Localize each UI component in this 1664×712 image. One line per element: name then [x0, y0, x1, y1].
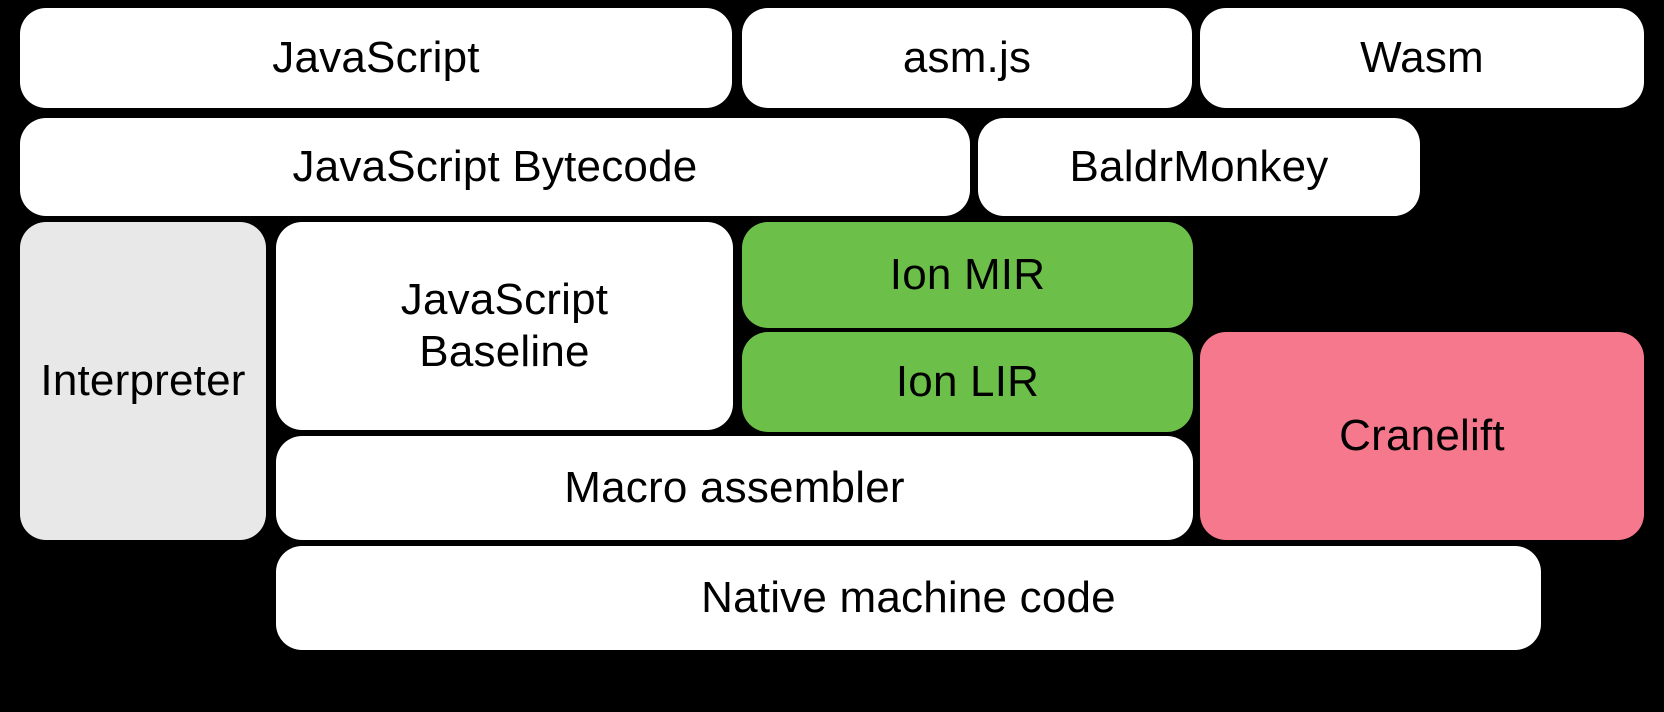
node-baldrmonkey: BaldrMonkey	[978, 118, 1420, 216]
node-javascript-bytecode: JavaScript Bytecode	[20, 118, 970, 216]
node-ion-mir: Ion MIR	[742, 222, 1193, 328]
node-macro-assembler: Macro assembler	[276, 436, 1193, 540]
node-interpreter: Interpreter	[20, 222, 266, 540]
node-javascript: JavaScript	[20, 8, 732, 108]
node-native-machine-code: Native machine code	[276, 546, 1541, 650]
node-asm-js: asm.js	[742, 8, 1192, 108]
node-cranelift: Cranelift	[1200, 332, 1644, 540]
node-javascript-baseline: JavaScript Baseline	[276, 222, 733, 430]
node-ion-lir: Ion LIR	[742, 332, 1193, 432]
node-wasm: Wasm	[1200, 8, 1644, 108]
